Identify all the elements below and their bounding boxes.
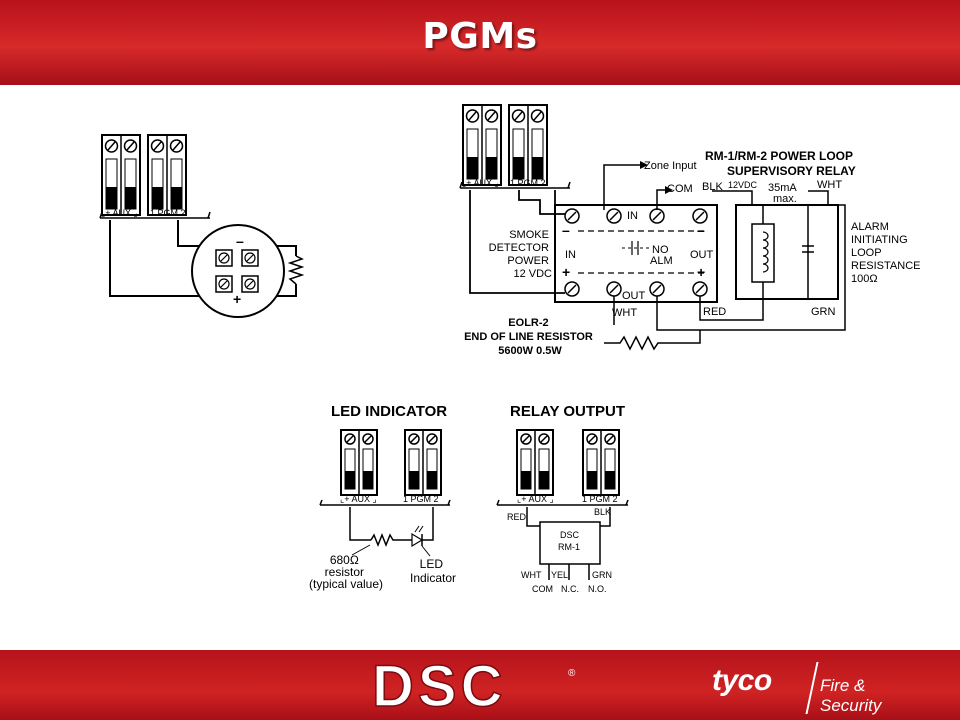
pgm-terminal-block xyxy=(508,104,548,186)
pgm-terminal-label: 1 PGM 2 xyxy=(403,494,439,504)
wht-bottom-label: WHT xyxy=(612,307,637,319)
dsc-logo: DSC ® xyxy=(372,658,576,714)
eolr-resistor-symbol xyxy=(604,330,701,351)
aux-terminal-block xyxy=(516,429,554,496)
com-label: COM xyxy=(667,183,693,195)
relay-title-line2: SUPERVISORY RELAY xyxy=(727,164,856,178)
title-bar: PGMs xyxy=(0,0,960,85)
pgm-terminal-block xyxy=(582,429,620,496)
minus-label: – xyxy=(236,233,244,249)
alarm-loop-label: ALARM INITIATING LOOP RESISTANCE 100Ω xyxy=(851,221,924,285)
dsc-logo-text: DSC xyxy=(372,658,506,714)
rm1-relay-label: DSC RM-1 xyxy=(558,530,582,552)
in-left-label: IN xyxy=(565,249,576,261)
page-title: PGMs xyxy=(422,16,538,57)
wht-top-label: WHT xyxy=(817,179,842,191)
zone-input-label: Zone Input xyxy=(644,160,697,172)
resistor-note: 680Ω resistor (typical value) xyxy=(309,553,383,591)
yel-wire-label: YEL xyxy=(551,570,568,580)
aux-terminal-block xyxy=(462,104,502,186)
pgm-terminal-label: 1 PGM 2 xyxy=(510,178,546,188)
svg-text:–: – xyxy=(697,222,705,238)
in-top-label: IN xyxy=(627,210,638,222)
grn-label: GRN xyxy=(811,306,836,318)
aux-terminal-block xyxy=(340,429,378,496)
plus-label: + xyxy=(233,291,241,307)
pgm-terminal-block xyxy=(404,429,442,496)
aux-terminal-label: ⌞+ AUX ⌟ xyxy=(101,208,138,218)
current-label-line2: max. xyxy=(773,193,797,205)
relay-enclosure xyxy=(735,204,839,300)
rm1-relay-box xyxy=(539,521,601,565)
eolr-label: EOLR-2 END OF LINE RESISTOR 5600W 0.5W xyxy=(464,317,596,357)
registered-mark: ® xyxy=(568,668,576,679)
eol-resistor-symbol xyxy=(287,255,305,285)
out-bottom-label: OUT xyxy=(622,290,646,302)
voltage-label: 12VDC xyxy=(728,180,758,190)
aux-terminal-label: ⌞+ AUX ⌟ xyxy=(517,494,554,504)
wiring-diagram-canvas: ⌞+ AUX ⌟ 1 PGM 2 – + ⌞+ AUX ⌟ 1 PGM 2 xyxy=(99,104,924,594)
footer-bar: DSC ® xyxy=(0,650,960,720)
no-contact-label: N.O. xyxy=(588,584,607,594)
no-alm-label-line1: NO xyxy=(652,244,669,256)
svg-text:+: + xyxy=(697,264,705,280)
grn-wire-label: GRN xyxy=(592,570,612,580)
smoke-detector-base xyxy=(191,224,285,318)
aux-terminal-block xyxy=(101,134,141,216)
blk-label: BLK xyxy=(594,507,611,517)
svg-text:+: + xyxy=(562,264,570,280)
led-indicator-title: LED INDICATOR xyxy=(331,403,447,420)
led-symbol xyxy=(411,532,424,548)
current-label-line1: 35mA xyxy=(768,182,797,194)
two-wire-smoke-diagram: ⌞+ AUX ⌟ 1 PGM 2 – + xyxy=(99,134,305,318)
led-resistor-symbol xyxy=(370,532,412,548)
power-loop-diagram: ⌞+ AUX ⌟ 1 PGM 2 – + – + IN IN NO ALM OU… xyxy=(459,104,924,357)
aux-terminal-label: ⌞+ AUX ⌟ xyxy=(462,178,499,188)
led-note: LED Indicator xyxy=(410,557,456,585)
wiring-diagrams: ⌞+ AUX ⌟ 1 PGM 2 – + ⌞+ AUX ⌟ 1 PGM 2 xyxy=(0,85,960,650)
pgm-terminal-label: 1 PGM 2 xyxy=(582,494,618,504)
detector-terminal-panel xyxy=(554,204,718,303)
blk-label: BLK xyxy=(702,181,723,193)
wht-wire-label: WHT xyxy=(521,570,542,580)
relay-output-title: RELAY OUTPUT xyxy=(510,403,625,420)
red-label: RED xyxy=(703,306,726,318)
relay-output-diagram: RELAY OUTPUT ⌞+ AUX ⌟ 1 PGM 2 RED BLK DS… xyxy=(496,403,629,594)
fire-security-label: Fire & Security xyxy=(820,676,882,715)
svg-text:–: – xyxy=(562,222,570,238)
pgm-terminal-label: 1 PGM 2 xyxy=(150,208,186,218)
no-alm-label-line2: ALM xyxy=(650,255,673,267)
led-indicator-diagram: LED INDICATOR ⌞+ AUX ⌟ 1 PGM 2 680Ω resi… xyxy=(309,403,456,591)
tyco-logo: tyco xyxy=(712,664,772,697)
relay-coil xyxy=(751,223,775,283)
aux-terminal-label: ⌞+ AUX ⌟ xyxy=(340,494,377,504)
pgm-terminal-block xyxy=(147,134,187,216)
relay-title-line1: RM-1/RM-2 POWER LOOP xyxy=(705,149,853,163)
red-label: RED xyxy=(507,512,527,522)
nc-contact-label: N.C. xyxy=(561,584,579,594)
com-contact-label: COM xyxy=(532,584,553,594)
out-right-label: OUT xyxy=(690,249,714,261)
smoke-detector-power-label: SMOKE DETECTOR POWER 12 VDC xyxy=(489,229,552,280)
